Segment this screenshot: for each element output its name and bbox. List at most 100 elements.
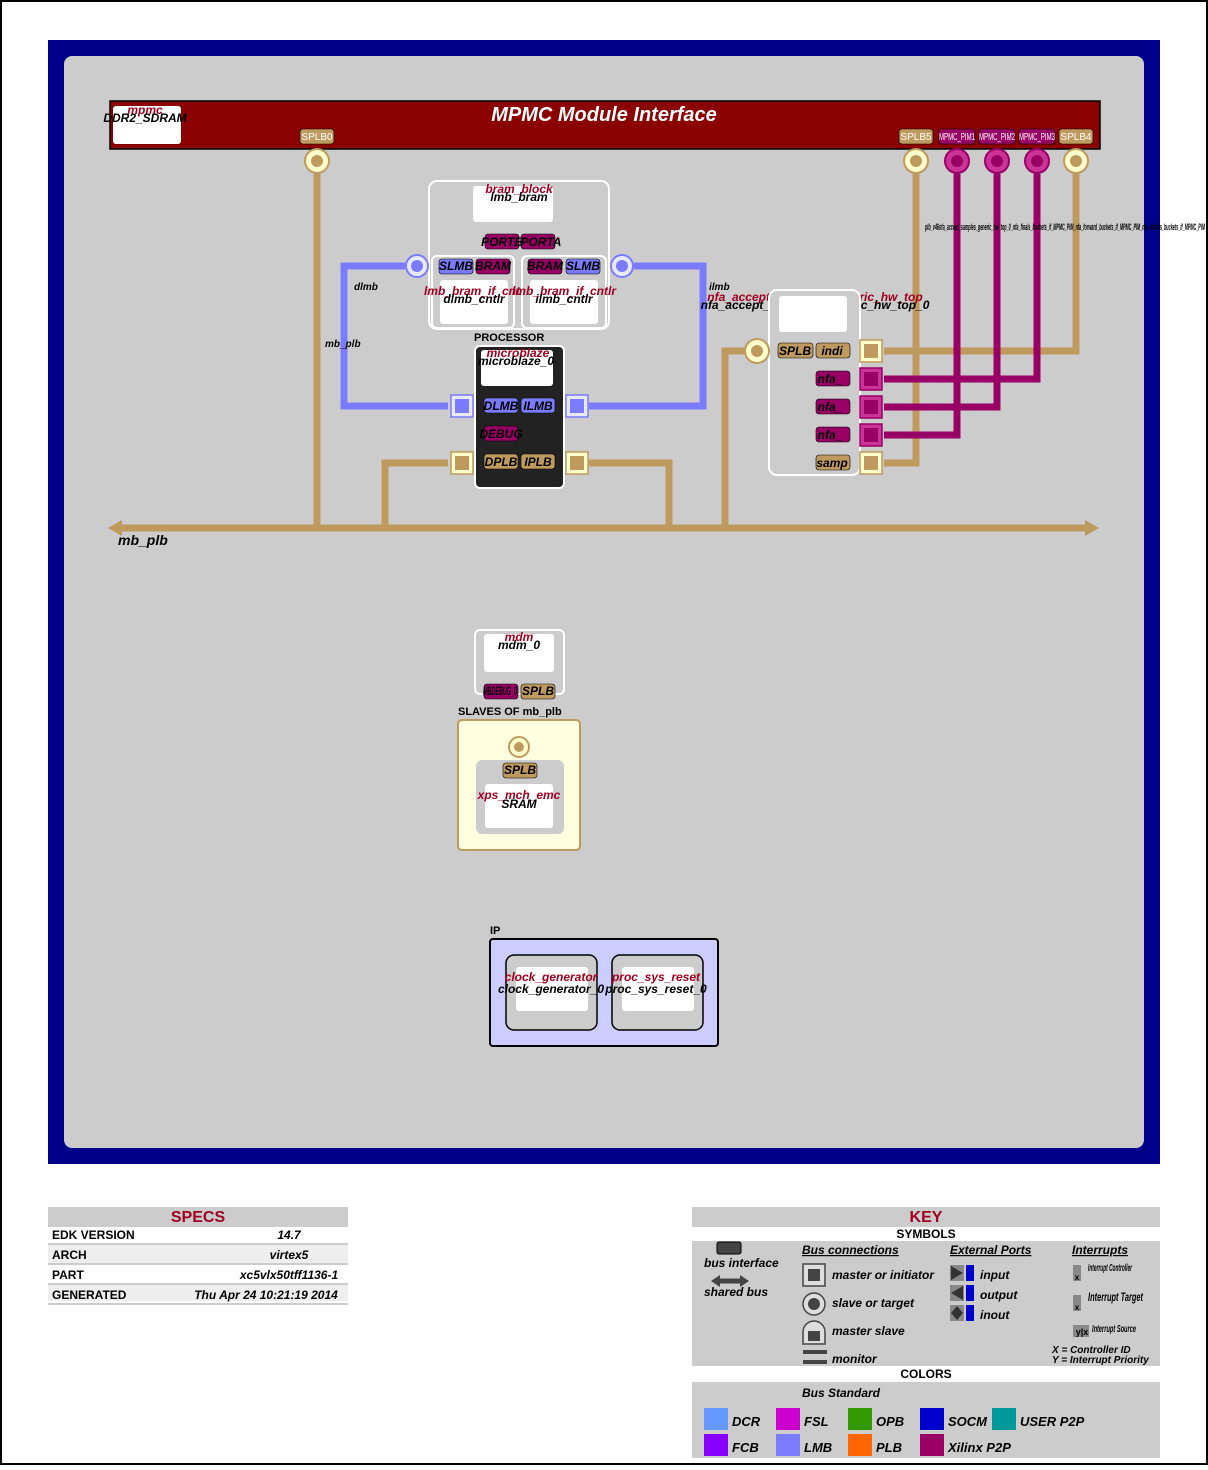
svg-text:lmb_bram_if_cntlr: lmb_bram_if_cntlr <box>512 284 617 298</box>
nfa-indi-connector[interactable] <box>859 339 883 363</box>
iplb-master-connector[interactable] <box>565 451 589 475</box>
dlmb-cntlr-block[interactable]: SLMB BRAM lmb_bram_if_cntlr dlmb_cntlr <box>424 255 529 329</box>
legend-swatch-user-p2p <box>992 1408 1016 1430</box>
dlmb-master-connector[interactable] <box>450 394 474 418</box>
svg-text:SPLB0: SPLB0 <box>301 132 333 143</box>
svg-text:samp: samp <box>816 456 847 470</box>
svg-text:bus interface: bus interface <box>704 1256 779 1270</box>
svg-text:nfa_: nfa_ <box>818 428 843 442</box>
svg-text:SPLB5: SPLB5 <box>900 132 932 143</box>
mpmc-port-pim2[interactable]: MPMC_PIM2 <box>978 128 1016 174</box>
svg-text:SPLB: SPLB <box>522 684 554 698</box>
legend-swatch-fsl <box>776 1408 800 1430</box>
interrupt-target-icon <box>1073 1295 1081 1311</box>
svg-text:X = Controller ID: X = Controller ID <box>1051 1345 1131 1356</box>
svg-text:x: x <box>1075 1303 1080 1312</box>
svg-text:mdm_0: mdm_0 <box>498 638 540 652</box>
nfa-pim-connector-2[interactable] <box>859 395 883 419</box>
inout-port-icon <box>950 1305 974 1321</box>
spec-value: virtex5 <box>270 1248 309 1262</box>
legend-label: LMB <box>804 1440 832 1455</box>
mpmc-port-pim3[interactable]: MPMC_PIM3 <box>1018 128 1056 174</box>
nfa-samp-connector[interactable] <box>859 451 883 475</box>
nfa-pim-connector-1[interactable] <box>859 367 883 391</box>
svg-text:monitor: monitor <box>832 1352 878 1366</box>
svg-text:xps_mch_emc: xps_mch_emc <box>477 788 561 802</box>
nfa-splb-slave-connector[interactable] <box>744 338 770 364</box>
svg-text:BRAM: BRAM <box>475 259 512 273</box>
p2p-wires <box>884 174 1041 439</box>
dlmb-label: dlmb <box>354 282 378 293</box>
ilmb-cntlr-block[interactable]: BRAM SLMB lmb_bram_if_cntlr ilmb_cntlr <box>512 255 617 329</box>
svg-text:clock_generator: clock_generator <box>505 970 599 984</box>
mdm-block[interactable]: mdm mdm_0 MBDEBUG_0 SPLB <box>474 629 565 700</box>
bus-interface-icon <box>716 1241 742 1255</box>
svg-text:BRAM: BRAM <box>527 259 564 273</box>
processor-header: PROCESSOR <box>474 332 544 344</box>
microblaze-block[interactable]: microblaze microblaze_0 DLMB ILMB DEBUG … <box>474 345 565 489</box>
lmb-wires <box>340 262 707 410</box>
mpmc-port-splb0[interactable]: SPLB0 <box>299 128 335 174</box>
specs-table: SPECS EDK VERSION 14.7 ARCH virtex5 PART… <box>48 1207 348 1305</box>
svg-text:PORTB: PORTB <box>481 235 523 249</box>
svg-text:SPLB: SPLB <box>504 763 536 777</box>
nfa-block[interactable]: SPLB indi nfa_ nfa_ nfa_ samp <box>768 289 861 476</box>
dplb-master-connector[interactable] <box>450 451 474 475</box>
design-canvas <box>64 56 1144 1148</box>
svg-text:Interrupt Controller: Interrupt Controller <box>1088 1263 1133 1274</box>
legend-swatch-plb <box>848 1434 872 1456</box>
mpmc-block[interactable]: mpmc DDR2_SDRAM MPMC Module Interface <box>103 100 1101 150</box>
svg-text:mdm: mdm <box>505 630 534 644</box>
svg-text:MPMC_PIM3: MPMC_PIM3 <box>1019 132 1055 143</box>
svg-text:x: x <box>1075 1273 1080 1282</box>
svg-text:indi: indi <box>821 344 843 358</box>
svg-text:input: input <box>980 1268 1010 1282</box>
bram-block[interactable]: bram_block lmb_bram PORTB PORTA <box>428 180 610 330</box>
mb-plb-label: mb_plb <box>118 532 168 548</box>
ilmb-master-connector[interactable] <box>565 394 589 418</box>
mpmc-port-splb5[interactable]: SPLB5 <box>898 128 934 174</box>
svg-text:dlmb_cntlr: dlmb_cntlr <box>443 292 506 306</box>
sram-block[interactable]: SPLB xps_mch_emc SRAM <box>476 760 564 834</box>
legend-label: PLB <box>876 1440 902 1455</box>
proc-sys-reset-block[interactable]: proc_sys_reset proc_sys_reset_0 <box>604 954 707 1031</box>
svg-text:master or initiator: master or initiator <box>832 1268 935 1282</box>
sram-splb-slave-connector[interactable] <box>508 736 530 758</box>
svg-text:IPLB: IPLB <box>524 455 552 469</box>
ilmb-slave-connector[interactable] <box>610 254 634 278</box>
spec-value: xc5vlx50tff1136-1 <box>239 1268 339 1282</box>
mpmc-port-pim1[interactable]: MPMC_PIM1 <box>938 128 976 174</box>
mpmc-port-splb4[interactable]: SPLB4 <box>1058 128 1094 174</box>
svg-text:lmb_bram: lmb_bram <box>490 190 548 204</box>
svg-text:Interrupts: Interrupts <box>1072 1243 1128 1257</box>
mb-plb-bus[interactable] <box>108 520 1099 536</box>
spec-value: Thu Apr 24 10:21:19 2014 <box>194 1288 338 1302</box>
svg-text:ilmb_cntlr: ilmb_cntlr <box>535 292 594 306</box>
key-legend: KEY SYMBOLS COLORS bus interface shared … <box>692 1207 1160 1458</box>
ip-header: IP <box>490 925 500 937</box>
dlmb-slave-connector[interactable] <box>405 254 429 278</box>
legend-label: USER P2P <box>1020 1414 1085 1429</box>
svg-text:output: output <box>980 1288 1018 1302</box>
legend-swatch-dcr <box>704 1408 728 1430</box>
nfa-signal-labels: plb_v46nfa_accept_samples_generic_hw_top… <box>925 222 1206 232</box>
svg-text:clock_generator_0: clock_generator_0 <box>498 982 604 996</box>
input-port-icon <box>950 1265 974 1281</box>
clock-generator-block[interactable]: clock_generator clock_generator_0 <box>498 954 604 1031</box>
svg-text:microblaze_0: microblaze_0 <box>478 354 554 368</box>
specs-title: SPECS <box>171 1209 226 1226</box>
mb-plb-wire-label: mb_plb <box>325 339 361 350</box>
svg-text:SLMB: SLMB <box>439 259 473 273</box>
svg-text:microblaze: microblaze <box>487 346 550 360</box>
spec-label: PART <box>52 1268 84 1282</box>
ilmb-label: ilmb <box>709 282 730 293</box>
mpmc-type: mpmc <box>127 103 163 117</box>
svg-text:SPLB: SPLB <box>779 344 811 358</box>
svg-text:lmb_bram_if_cntlr: lmb_bram_if_cntlr <box>424 284 529 298</box>
svg-text:MPMC_PIM1: MPMC_PIM1 <box>939 132 975 143</box>
svg-text:nfa_: nfa_ <box>818 400 843 414</box>
nfa-pim-connector-3[interactable] <box>859 423 883 447</box>
svg-text:SPLB4: SPLB4 <box>1060 132 1092 143</box>
